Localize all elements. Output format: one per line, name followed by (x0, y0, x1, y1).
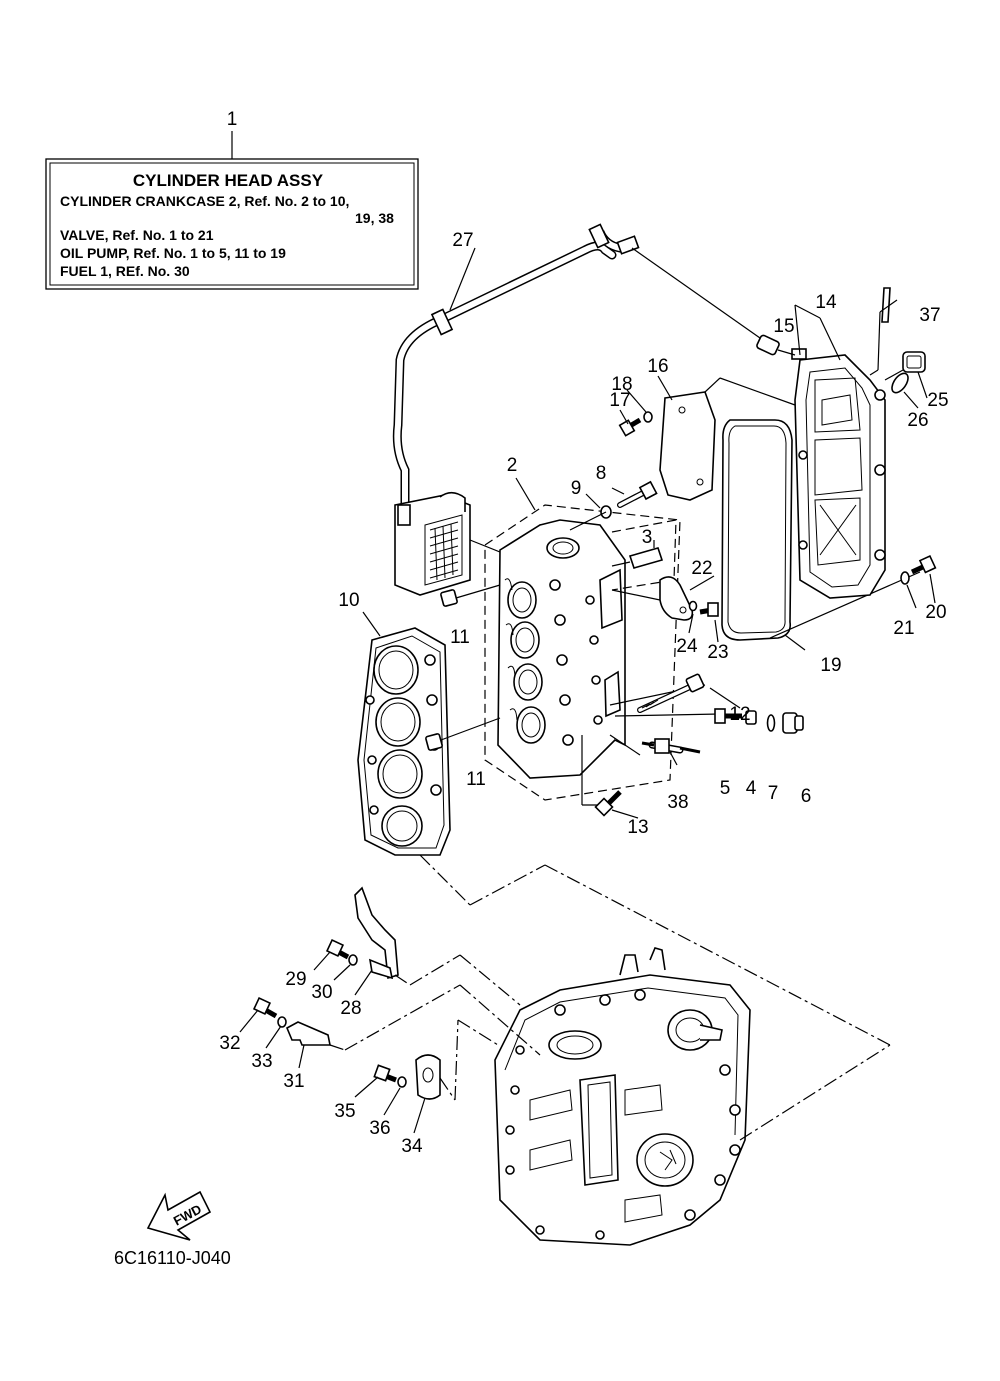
callout-34: 34 (401, 1136, 423, 1157)
callout-3: 3 (642, 527, 653, 548)
info-box-line-5: FUEL 1, REf. No. 30 (60, 263, 190, 279)
callout-11-upper: 11 (450, 627, 470, 648)
info-box-line-4: OIL PUMP, Ref. No. 1 to 5, 11 to 19 (60, 245, 286, 261)
callout-21: 21 (893, 618, 914, 639)
callout-30: 30 (311, 982, 332, 1003)
cylinder-head-gasket (357, 627, 891, 1046)
bolt-17 (618, 417, 642, 437)
breather-hose (392, 223, 761, 510)
sleeve-part-3 (611, 519, 677, 591)
callout-11-lower: 11 (466, 769, 486, 790)
callout-31: 31 (283, 1071, 304, 1092)
spark-plug-38 (641, 738, 701, 754)
bolt-20 (910, 554, 937, 575)
plug-25 (884, 351, 926, 381)
bracket-28 (354, 886, 521, 1006)
callout-labels: 1 2 3 4 5 6 7 8 9 10 11 11 12 13 14 15 1… (219, 109, 948, 1157)
cover-plate-22 (659, 576, 694, 621)
callout-2: 2 (507, 455, 518, 476)
callout-16: 16 (647, 356, 668, 377)
plate-34 (415, 1019, 499, 1101)
callout-14: 14 (815, 292, 837, 313)
cover-gasket-19 (721, 419, 921, 651)
oring-7 (766, 714, 776, 732)
washer-18 (643, 411, 653, 423)
callout-13: 13 (627, 817, 648, 838)
callout-23: 23 (707, 642, 728, 663)
callout-32: 32 (219, 1033, 240, 1054)
oil-pump-cover-14 (791, 304, 886, 599)
callout-35: 35 (334, 1101, 355, 1122)
callout-25: 25 (927, 390, 948, 411)
callout-26: 26 (907, 410, 928, 431)
leader-lines (239, 247, 936, 1134)
info-box: CYLINDER HEAD ASSY CYLINDER CRANKCASE 2,… (45, 131, 419, 290)
washer-9 (569, 505, 612, 531)
bolt-13 (594, 790, 622, 817)
callout-8: 8 (596, 463, 607, 484)
fwd-arrow-icon: FWD (146, 1190, 212, 1241)
info-box-line-3: VALVE, Ref. No. 1 to 21 (60, 227, 214, 243)
oring-26 (891, 372, 909, 394)
cylinder-head (484, 504, 721, 806)
callout-4: 4 (746, 778, 757, 799)
callout-15: 15 (773, 316, 794, 337)
callout-36: 36 (369, 1118, 390, 1139)
bracket-31 (285, 984, 541, 1056)
dowel-pin-lower (425, 717, 501, 751)
bolt-35 (373, 1064, 397, 1083)
callout-10: 10 (338, 590, 359, 611)
bolt-23 (699, 602, 719, 617)
callout-27: 27 (452, 230, 473, 251)
callout-37: 37 (919, 305, 940, 326)
callout-20: 20 (925, 602, 946, 623)
info-box-line-1: CYLINDER CRANKCASE 2, Ref. No. 2 to 10, (60, 193, 349, 209)
callout-19: 19 (820, 655, 841, 676)
bolt-12 (637, 673, 705, 713)
callout-38: 38 (667, 792, 688, 813)
info-box-title: CYLINDER HEAD ASSY (133, 171, 324, 190)
washer-36 (397, 1076, 407, 1088)
info-box-line-2: 19, 38 (355, 210, 394, 226)
callout-7: 7 (768, 783, 779, 804)
washer-30 (348, 954, 358, 966)
pipe-15 (756, 334, 796, 356)
callout-18: 18 (611, 374, 632, 395)
callout-33: 33 (251, 1051, 272, 1072)
washer-33 (277, 1016, 287, 1028)
label-37 (869, 287, 898, 376)
bolt-29 (325, 938, 350, 960)
callout-28: 28 (340, 998, 361, 1019)
bolt-32 (252, 996, 278, 1019)
crankcase-block (494, 947, 891, 1246)
oil-filter-element (394, 491, 521, 596)
spacer-4 (745, 710, 757, 725)
cover-plate-16 (659, 377, 796, 501)
bolt-8 (617, 480, 658, 508)
callout-24: 24 (676, 636, 698, 657)
plug-6 (782, 712, 804, 734)
bolt-5 (714, 708, 742, 724)
callout-22: 22 (691, 558, 712, 579)
callout-5: 5 (720, 778, 731, 799)
callout-29: 29 (285, 969, 306, 990)
callout-6: 6 (801, 786, 812, 807)
callout-9: 9 (571, 478, 582, 499)
diagram-code: 6C16110-J040 (114, 1248, 231, 1268)
callout-1: 1 (227, 109, 238, 130)
dowel-pin-upper (440, 584, 501, 607)
washer-21 (900, 571, 910, 585)
callout-17: 17 (609, 390, 630, 411)
washer-24 (688, 600, 698, 612)
callout-12: 12 (729, 704, 750, 725)
